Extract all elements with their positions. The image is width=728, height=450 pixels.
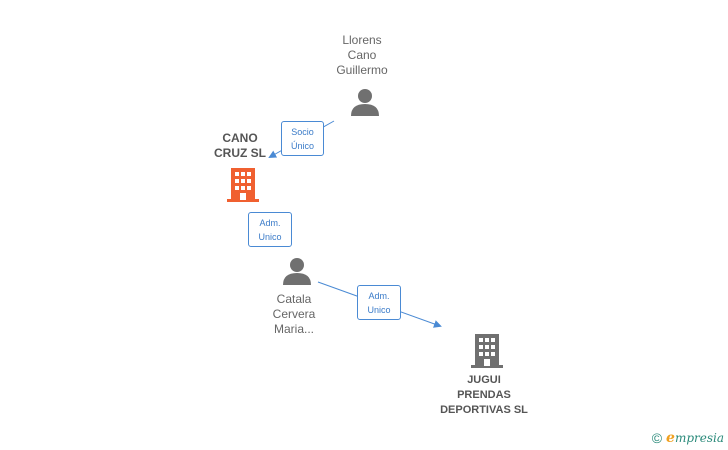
- edge-socio-line-1: Socio: [291, 127, 314, 137]
- node-jugui-line-1: JUGUI: [467, 374, 501, 386]
- node-cano-cruz-label: CANO CRUZ SL: [200, 131, 280, 161]
- node-jugui-line-3: DEPORTIVAS SL: [440, 404, 528, 416]
- copyright-symbol: ©: [651, 430, 663, 446]
- node-catala-line-2: Cervera: [272, 307, 316, 321]
- node-jugui-label: JUGUI PRENDAS DEPORTIVAS SL: [424, 373, 544, 418]
- edge-badge-adm-1[interactable]: Adm. Unico: [248, 212, 292, 247]
- node-catala-line-1: Catala: [276, 292, 312, 306]
- brand-rest: mpresia: [674, 431, 724, 445]
- node-llorens-label: Llorens Cano Guillermo: [322, 33, 402, 78]
- person-icon[interactable]: [350, 88, 380, 116]
- edge-adm2-line-1: Adm.: [368, 291, 390, 301]
- node-catala-line-3: Maria...: [273, 322, 314, 336]
- edge-badge-adm-2[interactable]: Adm. Unico: [357, 285, 401, 320]
- node-llorens-line-2: Cano: [347, 48, 377, 62]
- building-icon[interactable]: [227, 168, 259, 202]
- node-catala-label: Catala Cervera Maria...: [254, 292, 334, 337]
- node-cano-cruz-line-2: CRUZ SL: [214, 146, 266, 160]
- empresia-logo[interactable]: empresia: [666, 430, 724, 446]
- node-cano-cruz-line-1: CANO: [222, 131, 258, 145]
- edge-adm1-line-2: Unico: [258, 232, 282, 242]
- building-icon[interactable]: [471, 334, 503, 368]
- brand-initial: e: [666, 430, 675, 446]
- person-icon[interactable]: [282, 257, 312, 285]
- edge-adm2-line-2: Unico: [367, 305, 391, 315]
- footer-brand: © empresia: [652, 430, 724, 446]
- edge-socio-line-2: Único: [290, 141, 314, 151]
- node-jugui-line-2: PRENDAS: [457, 389, 511, 401]
- edge-adm1-line-1: Adm.: [259, 218, 281, 228]
- node-llorens-line-3: Guillermo: [336, 63, 388, 77]
- node-llorens-line-1: Llorens: [342, 33, 382, 47]
- edge-badge-socio[interactable]: Socio Único: [281, 121, 324, 156]
